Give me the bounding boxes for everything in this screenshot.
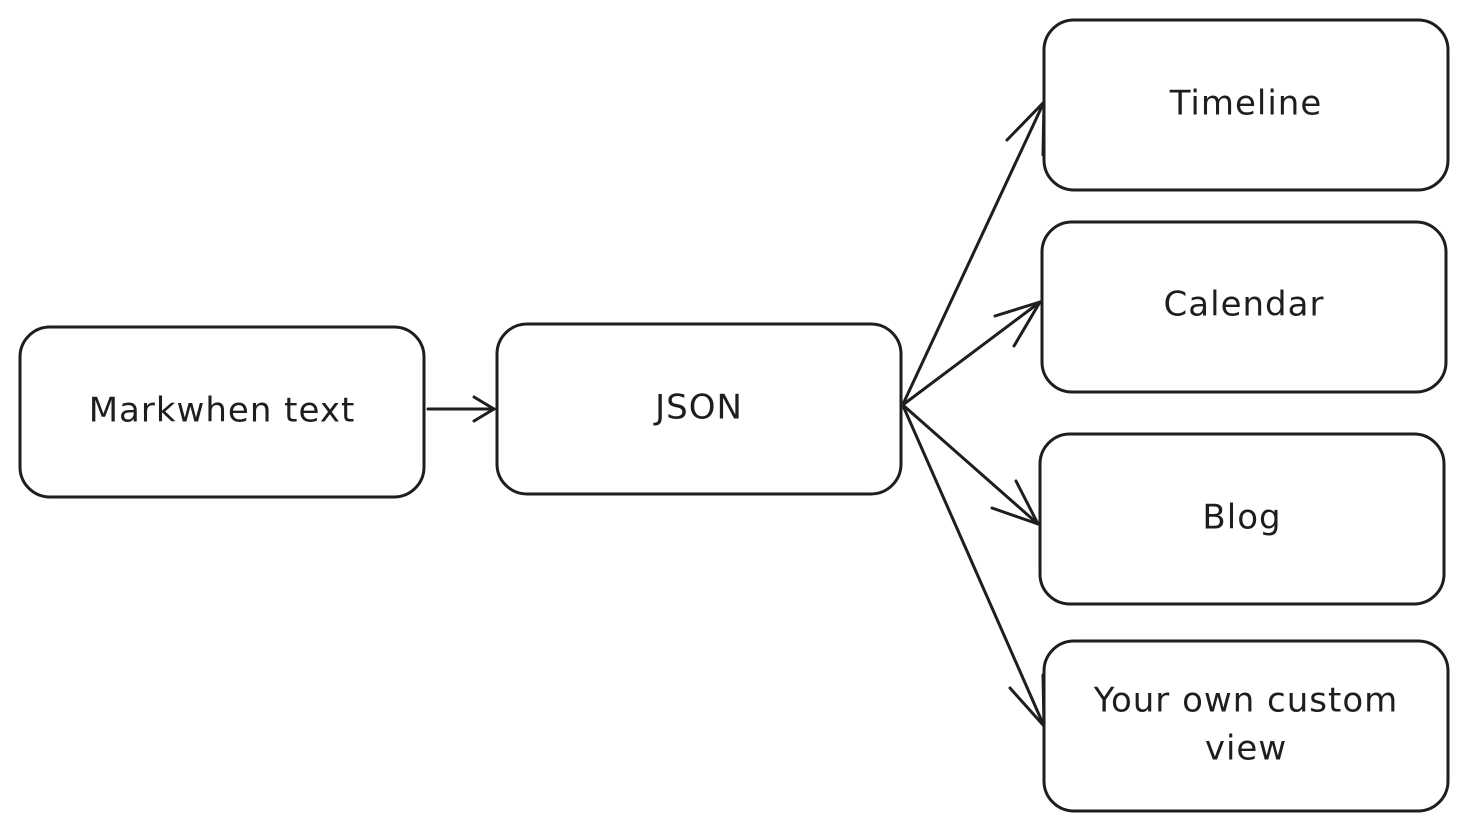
node-blog[interactable]: Blog [1038, 432, 1446, 606]
edge-line [902, 406, 1046, 728]
arrowhead-icon [1005, 100, 1046, 157]
node-custom-view[interactable]: Your own custom view [1042, 639, 1450, 813]
edge-json-to-blog [902, 404, 1040, 526]
edge-json-to-custom [902, 406, 1046, 728]
edges [426, 100, 1046, 728]
node-label: Timeline [1169, 84, 1323, 124]
edge-line [902, 100, 1046, 404]
arrowhead-icon [1008, 673, 1046, 728]
node-markwhen-text[interactable]: Markwhen text [18, 325, 426, 499]
arrowhead-icon [990, 479, 1040, 526]
node-box [1042, 18, 1450, 192]
arrowhead-icon [472, 395, 496, 423]
node-json[interactable]: JSON [495, 322, 903, 496]
node-label-line-1: Your own custom [1093, 681, 1399, 721]
node-label: JSON [653, 388, 743, 428]
node-box [1040, 220, 1448, 394]
node-label: Blog [1202, 498, 1281, 538]
node-calendar[interactable]: Calendar [1040, 220, 1448, 394]
node-box [1042, 639, 1450, 813]
edge-source-to-json [426, 395, 496, 423]
node-label-line-2: view [1205, 729, 1287, 769]
node-box [1038, 432, 1446, 606]
node-label: Calendar [1164, 285, 1325, 325]
edge-line [902, 300, 1042, 406]
node-box [18, 325, 426, 499]
node-label: Markwhen text [89, 391, 356, 431]
edge-json-to-calendar [902, 300, 1042, 406]
arrowhead-icon [993, 300, 1042, 348]
node-timeline[interactable]: Timeline [1042, 18, 1450, 192]
edge-json-to-timeline [902, 100, 1046, 404]
edge-line [902, 404, 1040, 526]
node-box [495, 322, 903, 496]
